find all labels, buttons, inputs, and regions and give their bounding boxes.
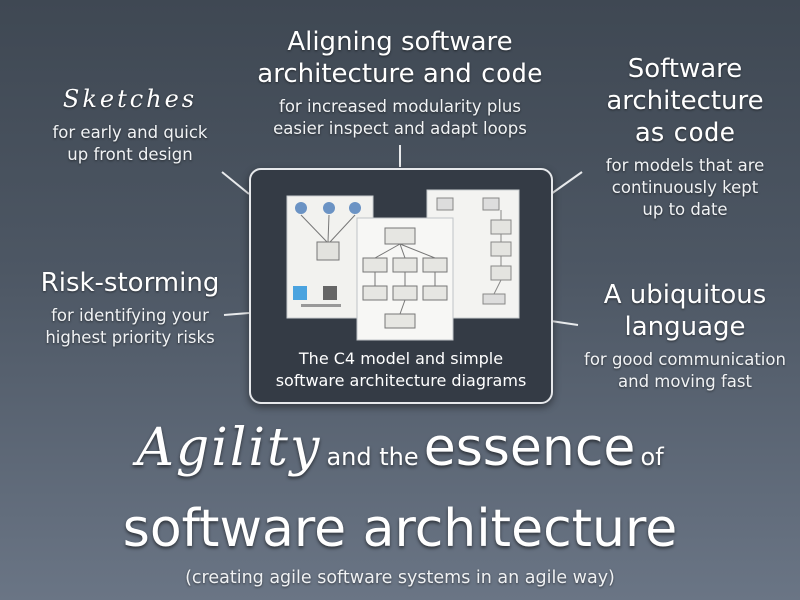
subtitle-line-2: and moving fast bbox=[618, 372, 752, 391]
subtitle-line-2: easier inspect and adapt loops bbox=[273, 119, 527, 138]
context-diagram-sheet bbox=[286, 195, 374, 319]
ubiquitous-language-heading: A ubiquitous language bbox=[570, 279, 800, 343]
c4-model-caption: The C4 model and simple software archite… bbox=[251, 348, 551, 392]
risk-storming-heading: Risk-storming bbox=[40, 268, 220, 298]
connector-lower-left bbox=[223, 312, 250, 316]
subtitle-line-1: for models that are bbox=[605, 156, 765, 175]
c4-model-panel: The C4 model and simple software archite… bbox=[249, 168, 553, 404]
connector-upper-right bbox=[550, 171, 583, 195]
subtitle-line-1: for early and quick bbox=[52, 123, 208, 142]
sketches-heading: Sketches bbox=[62, 85, 198, 113]
subtitle-line-2: continuously kept bbox=[611, 178, 759, 197]
heading-line-2: architecture bbox=[606, 86, 764, 116]
subtitle-line-1: for good communication bbox=[584, 350, 786, 369]
risk-storming-subtitle: for identifying your highest priority ri… bbox=[20, 305, 240, 349]
slide-title-line-2: software architecture bbox=[122, 499, 678, 559]
sketches-section: Sketches for early and quick up front de… bbox=[30, 84, 230, 166]
aligning-architecture-subtitle: for increased modularity plus easier ins… bbox=[240, 96, 560, 140]
heading-as-word: as bbox=[634, 118, 665, 148]
heading-code-word: code bbox=[480, 59, 543, 89]
subtitle-line-2: up front design bbox=[67, 145, 193, 164]
subtitle-line-1: for increased modularity plus bbox=[279, 97, 521, 116]
ubiquitous-language-section: A ubiquitous language for good communica… bbox=[570, 279, 800, 393]
slide-title-line-1: Agility and the essence of bbox=[0, 418, 800, 478]
aligning-architecture-section: Aligning software architecture and code … bbox=[240, 26, 560, 140]
connector-lower-right bbox=[550, 320, 579, 326]
caption-line-1: The C4 model and simple bbox=[298, 349, 504, 368]
title-and-the: and the bbox=[326, 443, 419, 471]
heading-line-2: language bbox=[624, 312, 746, 342]
risk-storming-section: Risk-storming for identifying your highe… bbox=[20, 267, 240, 349]
ubiquitous-language-subtitle: for good communication and moving fast bbox=[570, 349, 800, 393]
title-of-word: of bbox=[640, 443, 664, 471]
heading-line-1: Software bbox=[627, 54, 743, 84]
architecture-as-code-section: Software architecture as code for models… bbox=[580, 53, 790, 221]
subtitle-line-2: highest priority risks bbox=[45, 328, 215, 347]
subtitle-line-1: for identifying your bbox=[51, 306, 209, 325]
title-essence-word: essence bbox=[423, 418, 636, 478]
heading-line-1: A ubiquitous bbox=[603, 280, 767, 310]
slide-tagline: (creating agile software systems in an a… bbox=[185, 568, 615, 588]
aligning-architecture-heading: Aligning software architecture and code bbox=[240, 26, 560, 90]
caption-line-2: software architecture diagrams bbox=[275, 371, 527, 390]
title-agility-word: Agility bbox=[136, 418, 322, 478]
architecture-as-code-heading: Software architecture as code bbox=[580, 53, 790, 149]
heading-line-2: architecture and bbox=[257, 59, 472, 89]
container-diagram-sheet bbox=[356, 217, 454, 341]
heading-code-word: code bbox=[672, 118, 736, 148]
subtitle-line-3: up to date bbox=[642, 200, 728, 219]
diagram-thumbnails bbox=[286, 189, 520, 341]
architecture-as-code-subtitle: for models that are continuously kept up… bbox=[580, 155, 790, 221]
connector-upper-left bbox=[221, 171, 250, 195]
heading-line-1: Aligning software bbox=[287, 27, 513, 57]
sketches-subtitle: for early and quick up front design bbox=[30, 122, 230, 166]
